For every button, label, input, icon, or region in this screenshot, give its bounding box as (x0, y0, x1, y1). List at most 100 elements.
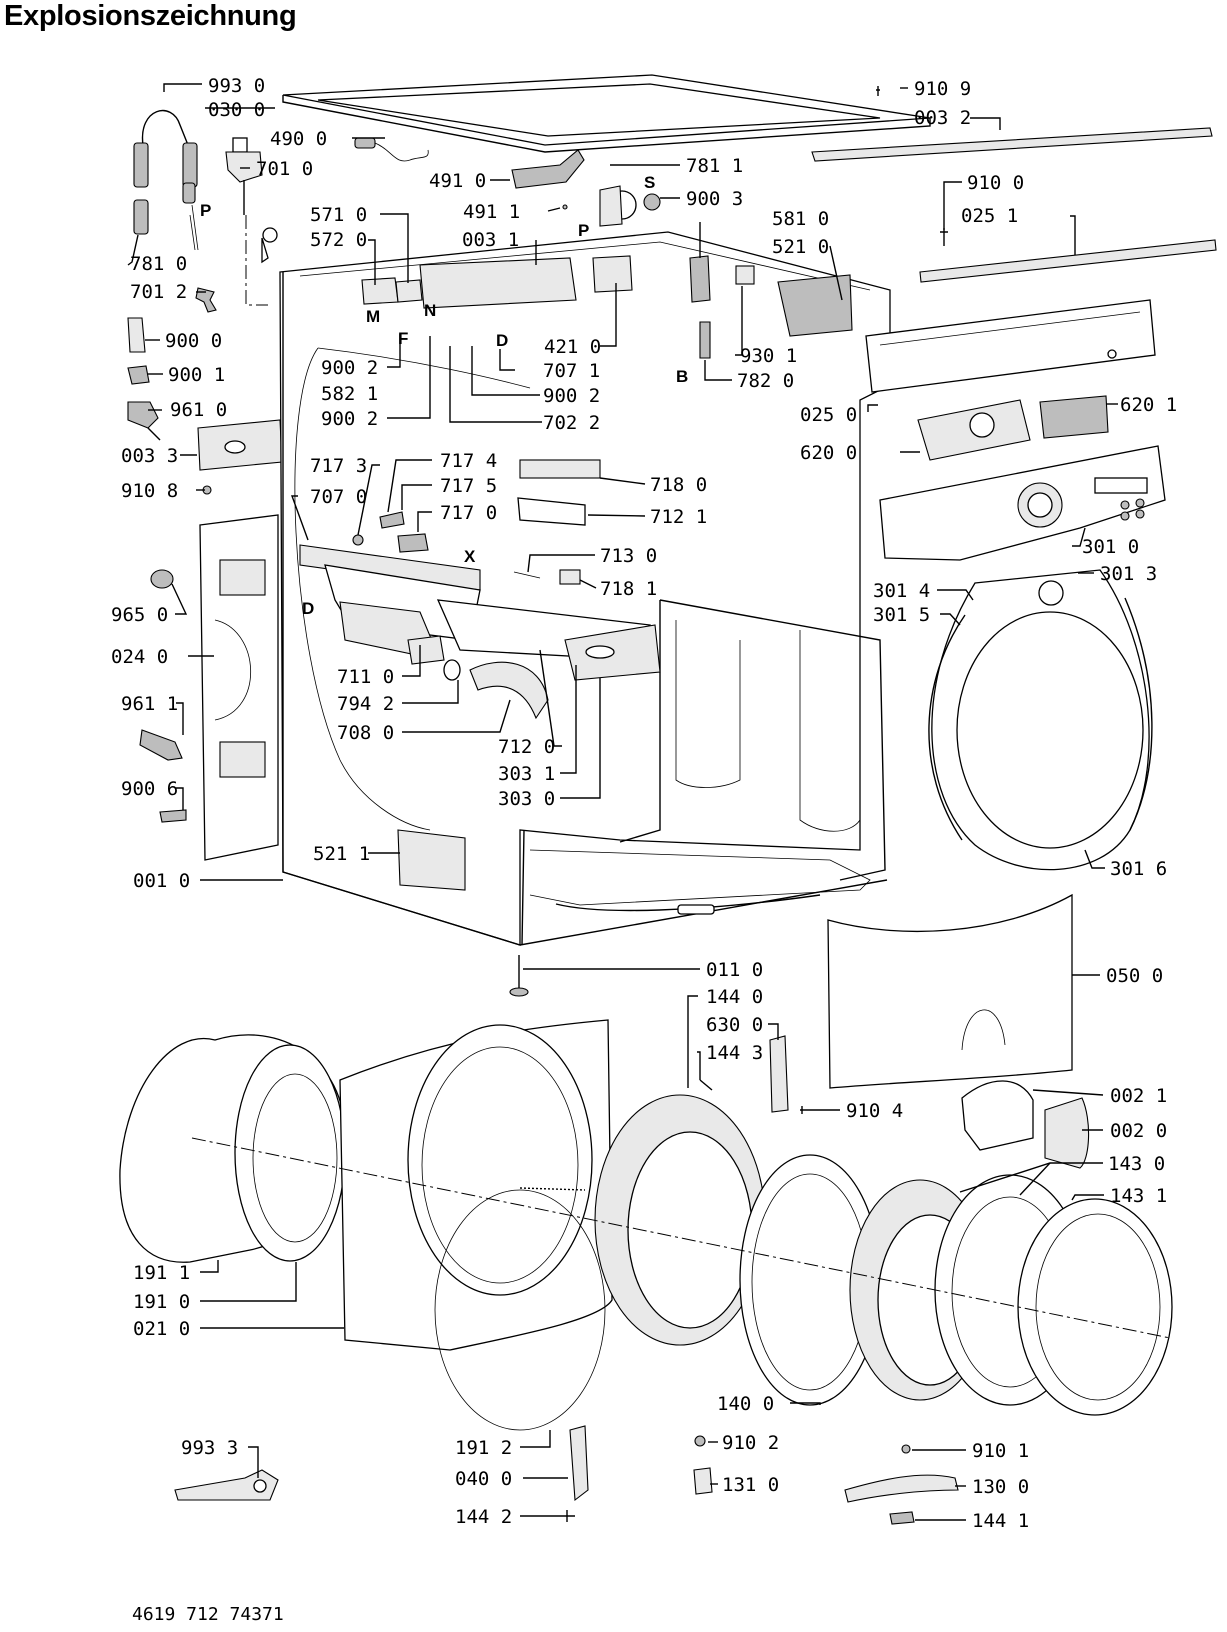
mark-label: P (200, 201, 211, 220)
part-label: 620 0 (800, 442, 857, 464)
part-label: 713 0 (600, 545, 657, 567)
part-label: 011 0 (706, 959, 763, 981)
part-label: 050 0 (1106, 965, 1163, 987)
part-label: 144 2 (455, 1506, 512, 1528)
part-label: 301 5 (873, 604, 930, 626)
part-label: 910 8 (121, 480, 178, 502)
part-label: 571 0 (310, 204, 367, 226)
part-label: 521 1 (313, 843, 370, 865)
front-panel (339, 1019, 613, 1351)
part-label: 910 0 (967, 172, 1024, 194)
part-label: 191 2 (455, 1437, 512, 1459)
part-label: 900 0 (165, 330, 222, 352)
part-label: 025 1 (961, 205, 1018, 227)
part-label: 620 1 (1120, 394, 1177, 416)
part-label: 140 0 (717, 1393, 774, 1415)
part-label: 130 0 (972, 1476, 1029, 1498)
mark-label: D (302, 599, 314, 618)
part-label: 301 6 (1110, 858, 1167, 880)
part-label: 003 2 (914, 107, 971, 129)
letter-marks: P S P M F N D B X D (200, 173, 688, 618)
pressure-switch (689, 255, 711, 303)
part-label: 040 0 (455, 1468, 512, 1490)
door-handle (844, 1474, 959, 1503)
mark-label: X (464, 547, 476, 566)
machine-foot (509, 955, 529, 997)
part-label: 002 1 (1110, 1085, 1167, 1107)
part-label: 001 0 (133, 870, 190, 892)
drain-socket (407, 635, 445, 665)
part-label: 910 9 (914, 78, 971, 100)
control-rail (865, 299, 1156, 393)
control-panel-strip (919, 239, 1217, 283)
part-label: 781 1 (686, 155, 743, 177)
screw (940, 228, 948, 246)
valve-clip (352, 534, 364, 546)
part-label: 794 2 (337, 693, 394, 715)
part-label: 910 1 (972, 1440, 1029, 1462)
part-label: 143 0 (1108, 1153, 1165, 1175)
part-label: 131 0 (722, 1474, 779, 1496)
part-label: 910 4 (846, 1100, 903, 1122)
part-label: 712 1 (650, 506, 707, 528)
interference-filter (592, 255, 633, 293)
bracket-hole (224, 440, 246, 454)
part-label: 491 0 (429, 170, 486, 192)
control-board (917, 399, 1031, 461)
door-lock (769, 1035, 789, 1113)
part-label: 582 1 (321, 383, 378, 405)
parts-artwork (119, 74, 1217, 1525)
part-label: 191 0 (133, 1291, 190, 1313)
part-label: 581 0 (772, 208, 829, 230)
part-label: 191 1 (133, 1262, 190, 1284)
part-label: 701 0 (256, 158, 313, 180)
part-label: 025 0 (800, 404, 857, 426)
part-label: 900 2 (321, 357, 378, 379)
part-label: 490 0 (270, 128, 327, 150)
cable-clamp (127, 365, 150, 385)
part-label: 303 0 (498, 788, 555, 810)
filter-cover (1044, 1097, 1090, 1169)
part-label: 144 3 (706, 1042, 763, 1064)
part-label: 301 4 (873, 580, 930, 602)
door-hinge (569, 1425, 589, 1502)
screw (699, 1079, 713, 1091)
part-label: 572 0 (310, 229, 367, 251)
filter-block (699, 321, 711, 359)
part-label: 303 1 (498, 763, 555, 785)
part-label: 144 1 (972, 1510, 1029, 1532)
part-label: 002 0 (1110, 1120, 1167, 1142)
part-label: 702 2 (543, 412, 600, 434)
part-label: 717 0 (440, 502, 497, 524)
part-label: 021 0 (133, 1318, 190, 1340)
valve-bracket (395, 279, 423, 303)
tub-rear-half (119, 1034, 346, 1263)
mark-label: P (578, 221, 589, 240)
cabinet (279, 231, 891, 946)
part-label: 900 1 (168, 364, 225, 386)
screw (565, 1510, 575, 1522)
heater-module (397, 829, 466, 891)
power-cable (354, 137, 429, 162)
screw (800, 1106, 815, 1114)
hose-clip (127, 317, 146, 353)
hinge-bush (693, 1467, 713, 1495)
part-label: 707 1 (543, 360, 600, 382)
part-label: 965 0 (111, 604, 168, 626)
screw (694, 1435, 706, 1447)
part-label: 421 0 (544, 336, 601, 358)
lower-front-panel (827, 893, 1073, 1089)
part-label: 900 2 (543, 385, 600, 407)
spring (519, 1187, 586, 1191)
document-number: 4619 712 74371 (132, 1604, 284, 1625)
handle-pin (889, 1511, 915, 1525)
transport-tool (174, 1469, 279, 1501)
mark-label: S (644, 173, 655, 192)
part-label: 718 0 (650, 474, 707, 496)
hose-connector (379, 511, 405, 529)
mark-label: B (676, 367, 688, 386)
part-label: 900 6 (121, 778, 178, 800)
part-label: 712 0 (498, 736, 555, 758)
rear-panel (199, 514, 279, 861)
inlet-hose (133, 109, 199, 251)
